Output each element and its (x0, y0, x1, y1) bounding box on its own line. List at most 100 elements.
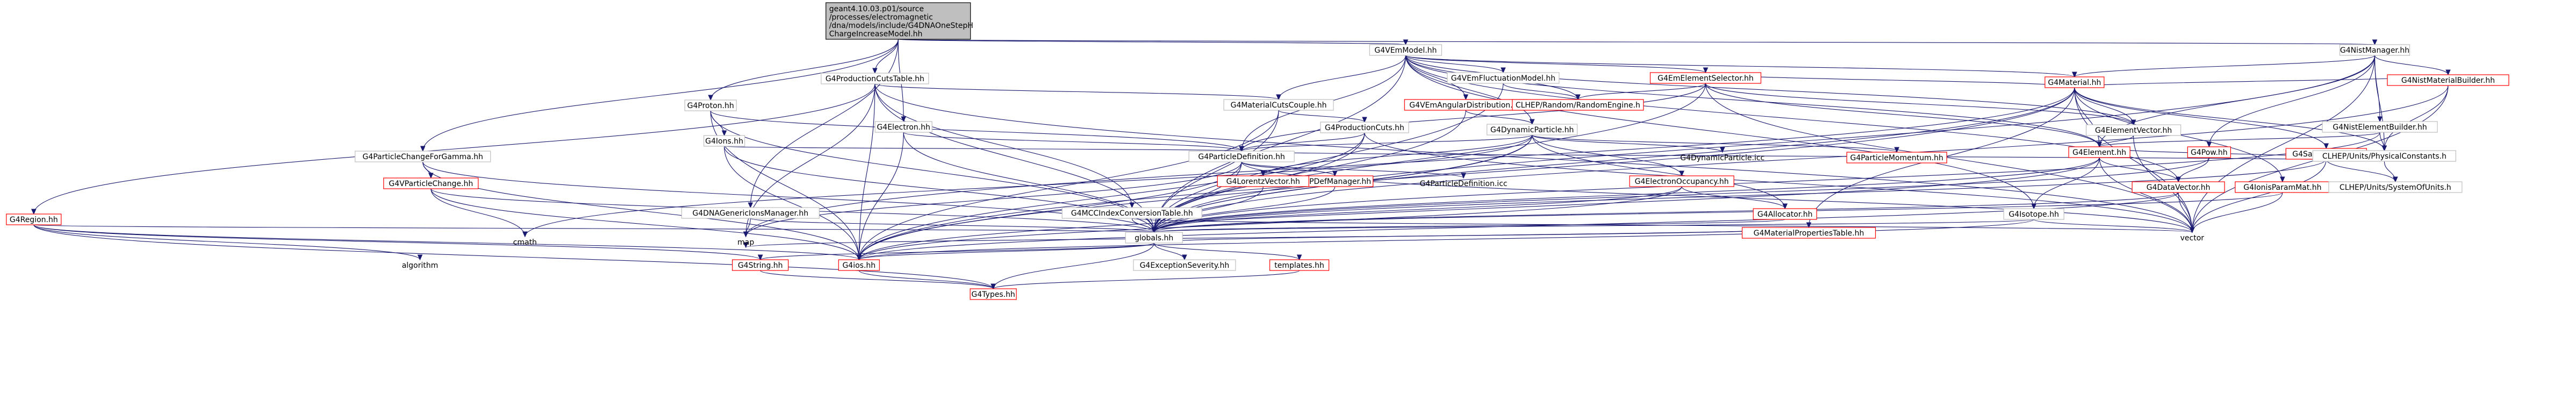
node-G4String[interactable]: G4String.hh (732, 259, 789, 271)
node-templates[interactable]: templates.hh (1269, 259, 1330, 271)
node-G4NistManager[interactable]: G4NistManager.hh (2339, 44, 2410, 56)
arrowhead (748, 202, 754, 209)
node-G4PDefManager[interactable]: G4PDefManager.hh (1296, 175, 1374, 187)
node-CLHEPRandomEngine[interactable]: CLHEP/Random/RandomEngine.h (1512, 99, 1644, 111)
edge-line (745, 227, 1810, 248)
edge-line (2074, 87, 2100, 147)
edge-globals-to-G4ExceptionSeverity (1153, 243, 1187, 261)
edge-G4NistManager-to-CLHEPPhysicalConstants (2374, 55, 2387, 152)
node-label: G4NistMaterialBuilder.hh (2401, 76, 2495, 85)
edge-G4VEmAngularDistribution-to-G4DynamicParticle (1465, 110, 1535, 125)
node-G4IonisParamMat[interactable]: G4IonisParamMat.hh (2235, 181, 2330, 193)
edge-G4ProductionCutsTable-to-G4ios (856, 83, 876, 261)
node-G4EmElementSelector[interactable]: G4EmElementSelector.hh (1649, 72, 1762, 84)
edge-G4Proton-to-G4ios (710, 110, 862, 261)
node-G4LorentzVector[interactable]: G4LorentzVector.hh (1217, 175, 1309, 187)
edge-line (745, 87, 2075, 237)
node-G4ElementVector[interactable]: G4ElementVector.hh (2085, 124, 2182, 136)
node-label: G4ProductionCuts.hh (1325, 124, 1404, 132)
node-G4ExceptionSeverity[interactable]: G4ExceptionSeverity.hh (1133, 259, 1236, 271)
node-G4Isotope[interactable]: G4Isotope.hh (2003, 208, 2064, 220)
edge-line (1262, 134, 1533, 176)
node-G4Region[interactable]: G4Region.hh (6, 213, 62, 225)
node-label: G4MaterialCutsCouple.hh (1231, 101, 1327, 110)
node-G4ios[interactable]: G4ios.hh (838, 259, 880, 271)
node-G4ParticleChangeForGamma[interactable]: G4ParticleChangeForGamma.hh (355, 151, 491, 162)
edge-line (33, 224, 859, 260)
node-CLHEPSystemOfUnits[interactable]: CLHEP/Units/SystemOfUnits.h (2328, 181, 2463, 193)
edge-G4NistManager-to-G4Material (2072, 55, 2376, 78)
node-label: G4ParticleChangeForGamma.hh (362, 153, 483, 161)
node-label: G4LorentzVector.hh (1226, 177, 1300, 186)
node-box (821, 73, 929, 84)
edge-G4Proton-to-G4ParticleDefinition (710, 110, 1244, 152)
node-G4ParticleMomentum[interactable]: G4ParticleMomentum.hh (1846, 152, 1947, 163)
edge-line (2326, 159, 2396, 182)
node-G4NistMaterialBuilder[interactable]: G4NistMaterialBuilder.hh (2387, 74, 2509, 86)
edge-line (1241, 161, 1464, 179)
node-G4VEmAngularDistribution[interactable]: G4VEmAngularDistribution.hh (1404, 99, 1527, 111)
arrowhead (2377, 116, 2383, 123)
edge-line (33, 83, 876, 215)
arrowhead (2190, 227, 2195, 233)
edge-line (724, 146, 1242, 152)
node-CLHEPPhysicalConstants[interactable]: CLHEP/Units/PhysicalConstants.h (2312, 150, 2456, 162)
node-G4DynamicParticle[interactable]: G4DynamicParticle.hh (1487, 124, 1578, 136)
node-G4Electron[interactable]: G4Electron.hh (874, 121, 932, 133)
node-G4NistElementBuilder[interactable]: G4NistElementBuilder.hh (2322, 121, 2438, 133)
node-box (2003, 208, 2064, 220)
node-G4VParticleChange[interactable]: G4VParticleChange.hh (383, 177, 479, 189)
edge-line (1705, 83, 2134, 125)
arrowhead (1129, 202, 1135, 209)
node-G4Ions[interactable]: G4Ions.hh (703, 135, 745, 147)
node-G4MCCIndexConversionTable[interactable]: G4MCCIndexConversionTable.hh (1061, 207, 1202, 219)
node-label: G4String.hh (738, 261, 783, 270)
node-G4Pow[interactable]: G4Pow.hh (2187, 146, 2231, 158)
node-label: G4Element.hh (2072, 148, 2126, 157)
node-G4Proton[interactable]: G4Proton.hh (684, 99, 737, 111)
edge-line (858, 219, 2034, 260)
node-G4Material[interactable]: G4Material.hh (2044, 76, 2105, 88)
node-G4ParticleDefinition[interactable]: G4ParticleDefinition.hh (1188, 151, 1295, 162)
node-label: templates.hh (1274, 261, 1324, 270)
node-G4ProductionCuts[interactable]: G4ProductionCuts.hh (1320, 122, 1409, 133)
node-box (681, 207, 820, 219)
node-G4MaterialPropertiesTable[interactable]: G4MaterialPropertiesTable.hh (1741, 227, 1876, 239)
edge-line (1405, 55, 1504, 73)
node-G4MaterialCutsCouple[interactable]: G4MaterialCutsCouple.hh (1223, 99, 1334, 111)
node-G4ProductionCutsTable[interactable]: G4ProductionCutsTable.hh (821, 73, 929, 84)
node-label: G4ExceptionSeverity.hh (1140, 261, 1230, 270)
edge-line (858, 270, 994, 289)
edge-line (1153, 83, 1706, 233)
edge-line (2374, 55, 2385, 151)
edge-line (1405, 55, 1533, 125)
node-label: vector (2180, 234, 2205, 243)
node-G4Element[interactable]: G4Element.hh (2068, 146, 2130, 158)
edge-root-to-G4Proton (708, 39, 899, 101)
edge-root-to-G4DNAGenericIonsManager (748, 39, 899, 209)
edge-G4ElectronOccupancy-to-globals (1151, 186, 1682, 233)
node-label: G4ElectronOccupancy.hh (1635, 177, 1729, 186)
node-G4Allocator[interactable]: G4Allocator.hh (1753, 208, 1817, 220)
node-G4CrossSectionDataStore[interactable]: G4DataVector.hh (2132, 181, 2225, 193)
arrowhead (1806, 222, 1812, 229)
edge-line (1153, 243, 1300, 260)
node-label: G4ParticleMomentum.hh (1850, 154, 1943, 162)
edge-line (993, 243, 1154, 289)
node-box (703, 135, 745, 147)
node-root[interactable]: geant4.10.03.p01/source/processes/electr… (826, 2, 973, 40)
node-G4VEmFluctuationModel[interactable]: G4VEmFluctuationModel.hh (1447, 72, 1560, 84)
edge-line (1153, 161, 1242, 233)
edge-G4String-to-G4Types (760, 270, 996, 290)
node-label: G4VEmFluctuationModel.hh (1451, 74, 1555, 83)
node-G4DNAGenericIonsManager[interactable]: G4DNAGenericIonsManager.hh (681, 207, 820, 219)
node-box (1753, 208, 1817, 220)
node-box (874, 121, 932, 133)
edge-line (1153, 85, 2449, 233)
node-G4Types[interactable]: G4Types.hh (970, 288, 1017, 300)
node-globals[interactable]: globals.hh (1125, 232, 1183, 244)
node-G4ElectronOccupancy[interactable]: G4ElectronOccupancy.hh (1629, 175, 1734, 187)
node-G4VEmModel[interactable]: G4VEmModel.hh (1369, 44, 1443, 56)
edge-line (858, 134, 1533, 260)
edge-G4EmElementSelector-to-CLHEPRandomEngine (1575, 83, 1706, 101)
